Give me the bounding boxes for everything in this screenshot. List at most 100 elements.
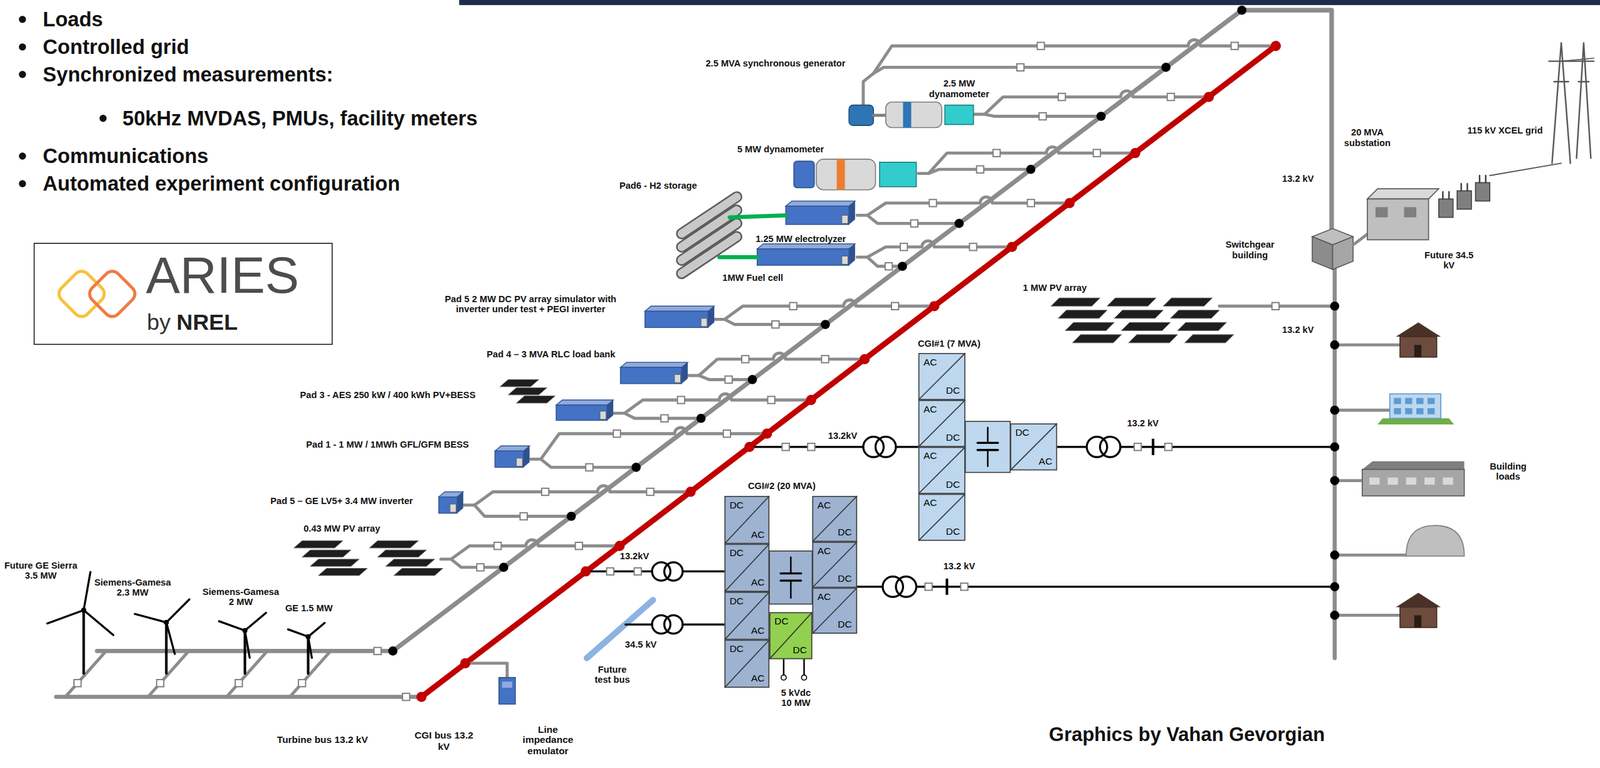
pv-panel <box>1107 297 1157 306</box>
converter-text: DC <box>793 645 807 655</box>
capacitor-symbol <box>986 427 989 443</box>
converter-text: DC <box>946 479 960 490</box>
pv-panel <box>1058 310 1108 319</box>
dynamometer <box>793 161 815 188</box>
cgi-bus-node-dot <box>1203 91 1214 102</box>
logo-symbol <box>86 267 139 320</box>
container-unit <box>842 256 849 265</box>
cgi-bus-node-dot <box>744 442 755 453</box>
converter-diagonal <box>918 494 966 542</box>
switch-square <box>1134 443 1142 451</box>
bushing <box>1460 183 1462 191</box>
converter-diagonal <box>812 495 858 542</box>
switch-square <box>771 321 779 328</box>
container-side <box>848 201 856 225</box>
office-window <box>1405 398 1412 405</box>
house-roof <box>1395 593 1441 608</box>
equipment-label: Pad 4 – 3 MVA RLC load bank <box>485 349 617 360</box>
converter-cell: DCAC <box>724 543 770 592</box>
cgi-bus-node-dot <box>1006 242 1017 253</box>
equipment-label: 5 MW dynamometer <box>737 143 824 155</box>
turbine-link <box>65 650 106 697</box>
container-side <box>523 445 530 468</box>
turbine-blade <box>245 630 251 658</box>
switch-square <box>660 415 668 422</box>
converter-fill <box>918 447 966 495</box>
switch-square <box>1167 93 1175 101</box>
turbine-blade <box>287 629 308 637</box>
equipment-label: Pad 5 2 MW DC PV array simulator with in… <box>436 293 626 315</box>
turbine-bus-line <box>393 10 1332 651</box>
converter-text: DC <box>837 527 852 537</box>
pv-panel <box>516 395 556 403</box>
container-side <box>457 491 464 513</box>
substation <box>1375 206 1389 217</box>
converter-text: AC <box>817 499 831 510</box>
turbine-blade <box>218 621 245 631</box>
switch-square <box>402 693 410 701</box>
transformer-symbol <box>875 436 896 458</box>
pv-panel <box>1128 334 1178 343</box>
pv-panel <box>1177 322 1227 331</box>
feeder-wire <box>984 90 1210 115</box>
converter-text: DC <box>729 595 744 606</box>
equipment-label: Siemens-Gamesa 2 MW <box>200 586 282 608</box>
equipment-label: CGI#1 (7 MVA) <box>917 338 981 350</box>
turbine-blade <box>166 599 190 623</box>
converter-cell: DCAC <box>724 495 770 544</box>
switch-square <box>235 679 243 687</box>
equipment-label: Pad 5 – GE LV5+ 3.4 MW inverter <box>270 495 413 507</box>
transformer-symbol <box>863 436 885 458</box>
feeder-wire <box>928 146 1136 174</box>
pylon <box>1576 42 1592 158</box>
wire <box>465 663 508 678</box>
bus-node-dot <box>747 374 758 385</box>
dynamometer <box>885 102 943 128</box>
wire <box>749 445 863 448</box>
container <box>785 206 849 225</box>
equipment-label: 13.2 kV <box>1282 324 1315 336</box>
warehouse-window <box>1387 477 1398 485</box>
warehouse-window <box>1369 477 1380 485</box>
equipment-label: 1.25 MW electrolyzer <box>755 233 846 245</box>
converter-fill <box>724 591 770 640</box>
dc-link-box <box>965 421 1011 473</box>
switch-square <box>156 679 164 687</box>
pv-panel <box>310 559 360 567</box>
switch-square <box>741 355 749 363</box>
feeder-wire <box>857 215 960 224</box>
pv-panel <box>369 541 419 548</box>
office-window <box>1393 408 1401 415</box>
capacitor-symbol <box>986 450 989 467</box>
container-unit <box>842 215 849 224</box>
wire <box>682 570 725 573</box>
bus-node-dot <box>897 261 908 271</box>
equipment-label: 13.2 kV <box>943 561 976 572</box>
converter-diagonal <box>769 612 812 660</box>
converter-fill <box>918 352 966 400</box>
container-top <box>785 201 856 207</box>
container-unit <box>600 411 607 420</box>
wire <box>857 585 883 588</box>
switch-square <box>807 443 815 451</box>
hangar <box>1406 525 1465 557</box>
grid-wire <box>1489 163 1562 176</box>
warehouse <box>1362 469 1465 496</box>
bullet-text: Communications <box>42 144 209 168</box>
container-unit <box>674 374 681 383</box>
bushing <box>1448 191 1450 199</box>
converter-text: DC <box>946 385 960 395</box>
logo-box: ARIESbyNREL <box>33 242 333 345</box>
office-window <box>1427 408 1435 415</box>
bus-node-dot <box>1236 5 1247 16</box>
feeder-wire <box>918 169 1031 174</box>
turbine-blade <box>166 622 175 654</box>
house <box>1400 336 1437 358</box>
transformer-symbol <box>895 576 917 598</box>
substation-transformer <box>1457 190 1472 209</box>
dc-link-box <box>769 551 812 605</box>
equipment-label: Pad 3 - AES 250 kW / 400 kWh PV+BESS <box>299 389 476 401</box>
bus-node-dot <box>696 413 706 424</box>
turbine-hub <box>163 620 169 626</box>
converter-fill <box>724 639 770 688</box>
